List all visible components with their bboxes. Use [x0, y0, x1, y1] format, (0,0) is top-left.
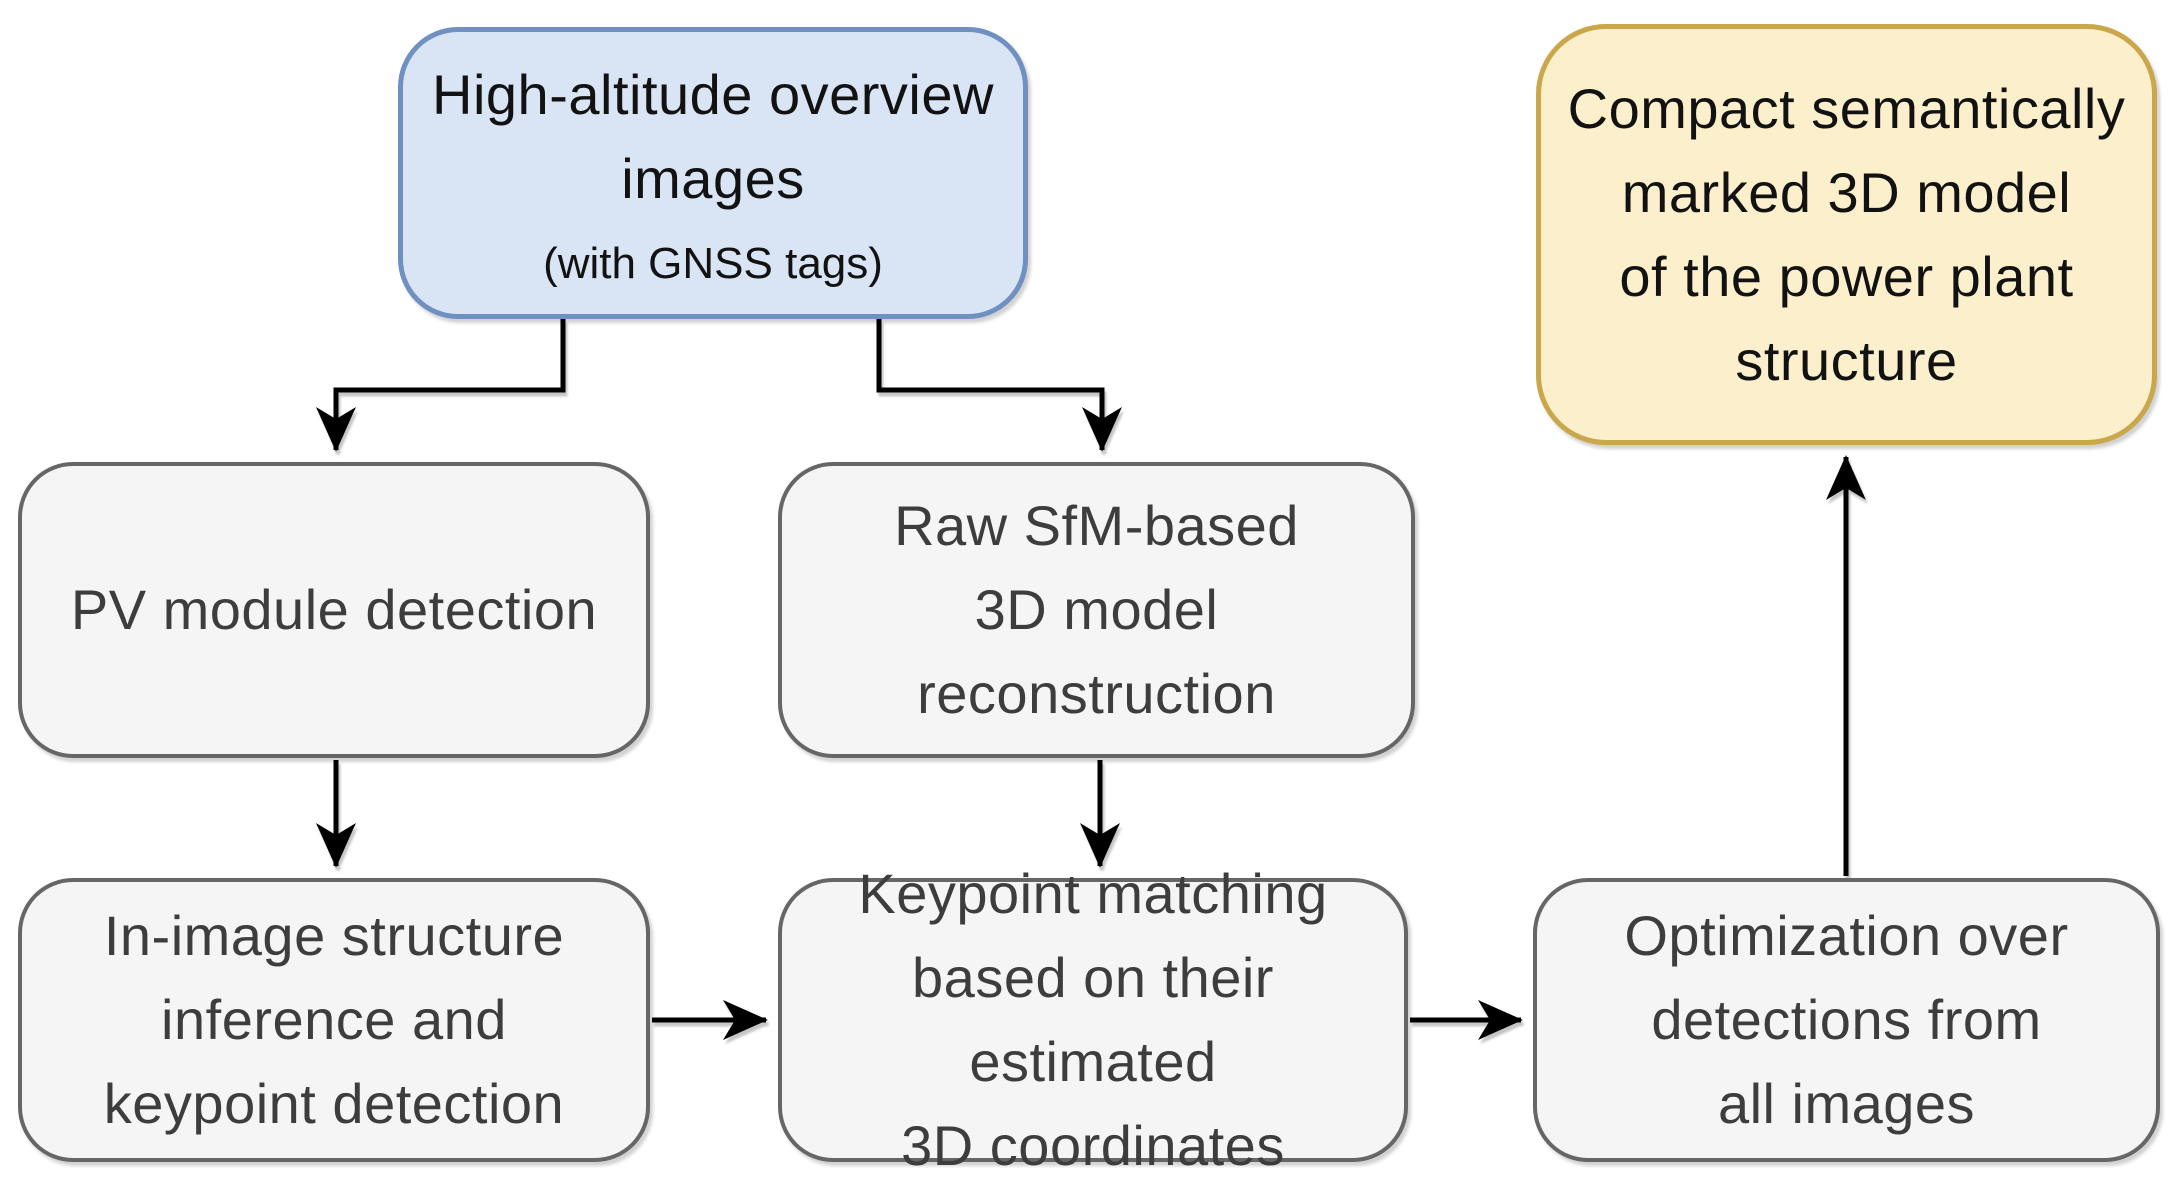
node-optimization-over-detections: Optimization over detections from all im… [1533, 878, 2160, 1162]
node-high-altitude-overview-images: High-altitude overview images (with GNSS… [398, 27, 1028, 319]
edge-input-to-pv-detection [316, 319, 566, 452]
node-caption-gnss-tags: (with GNSS tags) [543, 239, 883, 289]
node-label: Compact semantically marked 3D model of … [1567, 76, 2126, 392]
node-compact-3d-model-output: Compact semantically marked 3D model of … [1536, 24, 2157, 445]
node-label: Keypoint matching based on their estimat… [858, 862, 1328, 1177]
node-label: In-image structure inference and keypoin… [103, 904, 565, 1135]
edge-input-to-sfm-reconstruction [876, 319, 1122, 452]
node-label: Optimization over detections from all im… [1624, 904, 2069, 1135]
node-keypoint-matching: Keypoint matching based on their estimat… [778, 862, 1408, 1177]
node-label: High-altitude overview images [432, 63, 994, 211]
node-pv-module-detection: PV module detection [18, 462, 650, 758]
node-label: Raw SfM-based 3D model reconstruction [894, 494, 1299, 725]
node-in-image-structure-inference: In-image structure inference and keypoin… [18, 878, 650, 1162]
node-raw-sfm-3d-reconstruction: Raw SfM-based 3D model reconstruction [778, 462, 1415, 758]
node-label: PV module detection [70, 578, 598, 641]
